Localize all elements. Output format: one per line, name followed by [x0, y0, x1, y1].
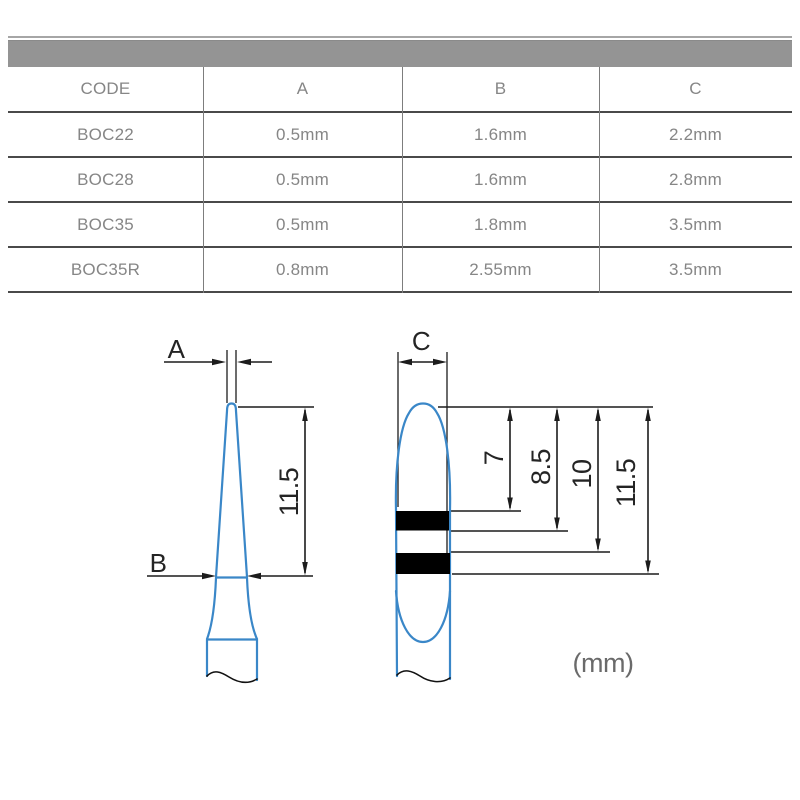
column-header-c: C: [689, 79, 702, 98]
arrowhead: [645, 407, 651, 421]
cell-code: BOC35R: [70, 259, 141, 279]
dim-label-b: B: [150, 548, 167, 578]
cell-c: 3.5mm: [669, 214, 722, 234]
column-header-code: CODE: [80, 79, 131, 98]
arrowhead: [433, 358, 447, 366]
top-divider: [8, 36, 792, 38]
dim-label-a: A: [168, 334, 186, 364]
arrowhead: [595, 538, 601, 552]
cell-b: 1.8mm: [474, 214, 527, 234]
cell-code: BOC22: [77, 124, 134, 144]
right-view: C 7 8.5 10 11.5: [394, 326, 659, 683]
cell-c: 2.8mm: [669, 169, 722, 189]
cell-a: 0.5mm: [276, 124, 329, 144]
marker-band-2: [396, 553, 450, 574]
table-header-row: CODE A B C: [8, 67, 792, 113]
column-divider: [599, 67, 600, 293]
cell-c: 2.2mm: [669, 124, 722, 144]
break-line: [206, 671, 258, 684]
cell-b: 1.6mm: [474, 169, 527, 189]
column-divider: [203, 67, 204, 293]
cell-code: BOC28: [77, 169, 134, 189]
unit-note: (mm): [573, 648, 634, 678]
header-bar: [8, 40, 792, 67]
marker-band-1: [396, 511, 449, 531]
dim-value-8-5: 8.5: [526, 449, 556, 485]
cell-a: 0.8mm: [276, 259, 329, 279]
dim-value-length: 11.5: [274, 468, 304, 517]
arrowhead: [507, 497, 513, 511]
dim-value-11-5: 11.5: [611, 459, 641, 508]
spec-table: CODE A B C BOC22 0.5mm 1.6mm 2.2mm BOC28…: [8, 67, 792, 293]
cell-b: 2.55mm: [469, 259, 532, 279]
column-divider: [402, 67, 403, 293]
table-row: BOC35R 0.8mm 2.55mm 3.5mm: [8, 248, 792, 293]
column-header-b: B: [494, 79, 507, 98]
table-row: BOC35 0.5mm 1.8mm 3.5mm: [8, 203, 792, 248]
dim-value-10: 10: [567, 459, 597, 488]
arrowhead: [554, 517, 560, 531]
arrowhead: [507, 407, 513, 421]
cell-c: 3.5mm: [669, 259, 722, 279]
head-base-curve: [394, 589, 452, 644]
column-header-a: A: [296, 79, 309, 98]
table-row: BOC22 0.5mm 1.6mm 2.2mm: [8, 113, 792, 158]
arrowhead: [237, 358, 251, 366]
arrowhead: [398, 358, 412, 366]
cell-a: 0.5mm: [276, 169, 329, 189]
arrowhead: [554, 407, 560, 421]
left-view: A 11.5 B: [147, 334, 314, 684]
arrowhead: [247, 572, 261, 580]
dim-label-c: C: [412, 326, 430, 356]
cell-a: 0.5mm: [276, 214, 329, 234]
table-row: BOC28 0.5mm 1.6mm 2.8mm: [8, 158, 792, 203]
arrowhead: [302, 562, 308, 576]
dimension-drawing: A 11.5 B C: [147, 326, 659, 684]
break-line: [396, 670, 451, 683]
arrowhead: [302, 407, 308, 421]
head-dome-outline: [394, 402, 452, 512]
arrowhead: [202, 572, 216, 580]
arrowhead: [645, 560, 651, 574]
arrowhead: [595, 407, 601, 421]
tool-tip-outline: [214, 402, 249, 579]
dim-value-7: 7: [479, 451, 509, 466]
cell-code: BOC35: [77, 214, 134, 234]
arrowhead: [212, 358, 226, 366]
tool-flare-left: [205, 576, 218, 641]
cell-b: 1.6mm: [474, 124, 527, 144]
tool-flare-right: [245, 576, 259, 641]
